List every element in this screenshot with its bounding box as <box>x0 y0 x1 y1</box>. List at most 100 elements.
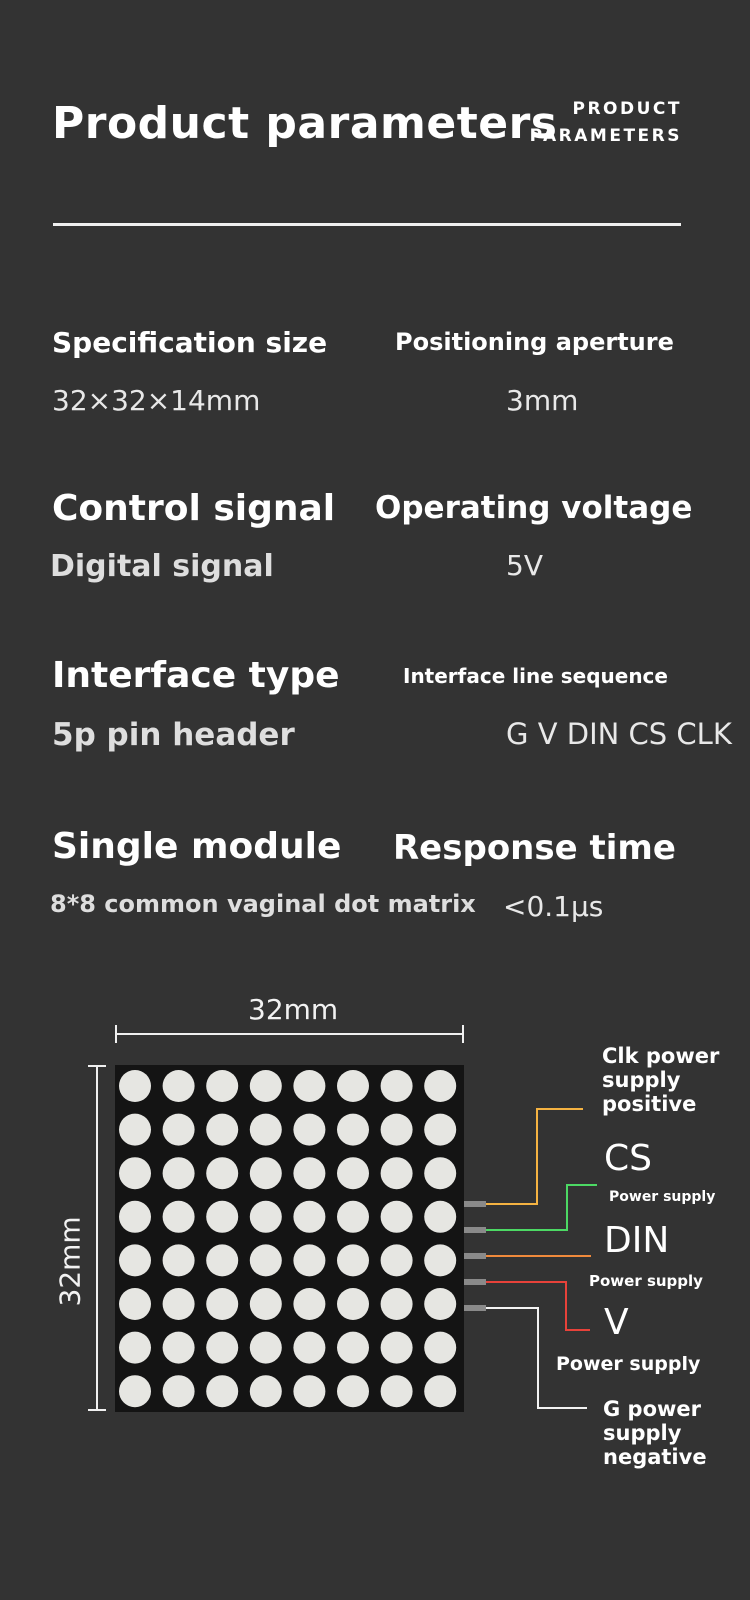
led-dot <box>424 1157 457 1190</box>
led-dot <box>249 1113 282 1146</box>
led-dot <box>380 1113 413 1146</box>
param-value-single-module: 8*8 common vaginal dot matrix <box>50 890 476 918</box>
led-dot <box>206 1200 239 1233</box>
led-dot <box>337 1070 369 1102</box>
led-dot <box>119 1288 151 1320</box>
pin-g-line-3: negative <box>603 1445 707 1469</box>
led-dot <box>249 1070 282 1102</box>
pin-name-v: V <box>604 1302 629 1343</box>
led-dot <box>337 1375 369 1408</box>
led-dot <box>380 1375 413 1408</box>
pin-header-v <box>462 1279 486 1285</box>
led-dot <box>162 1157 195 1190</box>
param-label-single-module: Single module <box>52 826 342 867</box>
led-dot <box>337 1244 369 1277</box>
led-dot <box>380 1157 413 1190</box>
pin-header-g <box>462 1305 486 1311</box>
led-dot <box>162 1331 195 1364</box>
param-value-control-signal: Digital signal <box>50 549 274 584</box>
pin-header-clk <box>462 1201 486 1207</box>
param-value-spec-size: 32×32×14mm <box>52 384 261 417</box>
led-dot <box>424 1113 457 1146</box>
param-value-interface-type: 5p pin header <box>52 717 295 753</box>
led-dot-grid <box>119 1070 457 1408</box>
led-dot <box>380 1200 413 1233</box>
param-value-line-sequence: G V DIN CS CLK <box>506 717 732 751</box>
led-dot <box>380 1244 413 1277</box>
led-dot <box>119 1200 151 1233</box>
led-dot <box>337 1331 369 1364</box>
led-dot <box>162 1070 195 1102</box>
pin-header-cs <box>462 1227 486 1233</box>
led-dot <box>424 1331 457 1364</box>
led-dot <box>337 1200 369 1233</box>
param-label-line-sequence: Interface line sequence <box>403 664 668 688</box>
led-dot <box>206 1288 239 1320</box>
pin-header-din <box>462 1253 486 1259</box>
subtitle-line-1: PRODUCT <box>572 99 682 119</box>
param-value-operating-voltage: 5V <box>506 549 543 582</box>
led-dot <box>293 1244 326 1277</box>
led-dot <box>424 1244 457 1277</box>
leader-line-cs <box>486 1184 597 1231</box>
led-dot <box>293 1070 326 1102</box>
led-dot <box>249 1331 282 1364</box>
pin-label-clk: Clk power supply positive <box>602 1044 719 1116</box>
page-title: Product parameters <box>52 98 558 149</box>
pin-name-din: DIN <box>604 1220 670 1261</box>
matrix-board <box>115 1065 464 1412</box>
led-dot <box>119 1244 151 1277</box>
led-dot <box>293 1113 326 1146</box>
led-dot <box>249 1244 282 1277</box>
led-dot <box>119 1113 151 1146</box>
led-dot <box>293 1200 326 1233</box>
pin-clk-line-3: positive <box>602 1092 697 1116</box>
param-label-interface-type: Interface type <box>52 655 340 696</box>
pin-desc-cs: Power supply <box>609 1189 716 1205</box>
param-value-response-time: <0.1μs <box>503 890 604 923</box>
height-dimension-label: 32mm <box>53 1216 87 1307</box>
led-dot <box>162 1288 195 1320</box>
led-dot <box>206 1113 239 1146</box>
param-label-aperture: Positioning aperture <box>395 328 674 356</box>
led-dot <box>119 1070 151 1102</box>
led-dot <box>249 1200 282 1233</box>
param-label-operating-voltage: Operating voltage <box>375 490 693 526</box>
led-dot <box>119 1157 151 1190</box>
pin-name-cs: CS <box>604 1138 652 1179</box>
pin-desc-din: Power supply <box>589 1272 703 1290</box>
led-dot <box>162 1244 195 1277</box>
pin-clk-line-2: supply <box>602 1068 681 1092</box>
pin-desc-v: Power supply <box>556 1353 701 1375</box>
led-dot <box>293 1375 326 1408</box>
led-dot <box>337 1288 369 1320</box>
led-matrix-module <box>115 1065 464 1412</box>
led-dot <box>206 1375 239 1408</box>
led-dot <box>162 1375 195 1408</box>
led-dot <box>119 1331 151 1364</box>
led-dot <box>206 1070 239 1102</box>
led-dot <box>293 1157 326 1190</box>
led-dot <box>206 1331 239 1364</box>
led-dot <box>119 1375 151 1408</box>
led-dot <box>249 1157 282 1190</box>
width-dimension-label: 32mm <box>248 993 339 1026</box>
led-dot <box>424 1288 457 1320</box>
led-dot <box>424 1375 457 1408</box>
led-dot <box>337 1113 369 1146</box>
pin-g-line-1: G power <box>603 1397 702 1421</box>
led-dot <box>293 1331 326 1364</box>
led-dot <box>206 1244 239 1277</box>
pin-g-line-2: supply <box>603 1421 682 1445</box>
led-dot <box>380 1331 413 1364</box>
led-dot <box>293 1288 326 1320</box>
pin-clk-line-1: Clk power <box>602 1044 720 1068</box>
led-dot <box>162 1200 195 1233</box>
param-label-spec-size: Specification size <box>52 326 328 359</box>
page-subtitle: PRODUCT PARAMETERS <box>520 96 682 150</box>
subtitle-line-2: PARAMETERS <box>529 126 682 146</box>
leader-line-clk <box>486 1108 583 1205</box>
led-dot <box>337 1157 369 1190</box>
led-dot <box>206 1157 239 1190</box>
param-value-aperture: 3mm <box>506 384 579 417</box>
